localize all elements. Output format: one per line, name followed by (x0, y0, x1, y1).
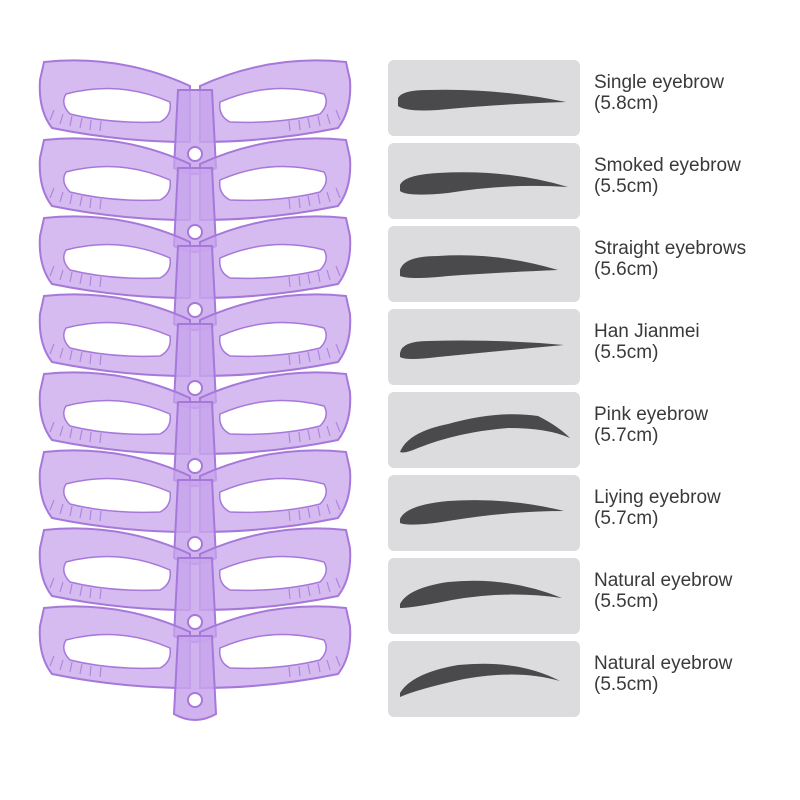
eyebrow-shape-size: (5.6cm) (594, 259, 659, 280)
eyebrow-shape-name: Single eyebrow (594, 72, 724, 93)
eyebrow-stencil (38, 371, 352, 487)
eyebrow-shape-icon (400, 663, 560, 697)
eyebrow-shape-item: Pink eyebrow(5.7cm) (388, 392, 788, 470)
eyebrow-shape-item: Single eyebrow(5.8cm) (388, 60, 788, 138)
eyebrow-shape-tile (388, 641, 580, 717)
eyebrow-shape-label: Natural eyebrow(5.5cm) (594, 570, 784, 612)
eyebrow-shape-item: Natural eyebrow(5.5cm) (388, 641, 788, 719)
eyebrow-shape-name: Natural eyebrow (594, 570, 733, 591)
eyebrow-shape-item: Smoked eyebrow(5.5cm) (388, 143, 788, 221)
eyebrow-shape-item: Liying eyebrow(5.7cm) (388, 475, 788, 553)
eyebrow-shape-tile (388, 392, 580, 468)
eyebrow-shape-label: Liying eyebrow(5.7cm) (594, 487, 784, 529)
eyebrow-stencil (38, 137, 352, 253)
eyebrow-shape-label: Straight eyebrows(5.6cm) (594, 238, 784, 280)
eyebrow-shape-icon (400, 340, 564, 359)
eyebrow-shape-icon (400, 255, 558, 278)
eyebrow-shape-size: (5.5cm) (594, 176, 659, 197)
eyebrow-shape-label: Natural eyebrow(5.5cm) (594, 653, 784, 695)
eyebrow-shape-size: (5.7cm) (594, 425, 659, 446)
eyebrow-shape-icon (400, 500, 564, 525)
eyebrow-shape-name: Natural eyebrow (594, 653, 733, 674)
eyebrow-stencil (38, 605, 352, 721)
eyebrow-shape-tile (388, 60, 580, 136)
eyebrow-stencil (38, 449, 352, 565)
eyebrow-shape-size: (5.8cm) (594, 93, 659, 114)
stencil-stack (30, 50, 360, 721)
eyebrow-shape-tile (388, 558, 580, 634)
eyebrow-shape-size: (5.7cm) (594, 508, 659, 529)
eyebrow-shape-name: Smoked eyebrow (594, 155, 741, 176)
eyebrow-shape-tile (388, 475, 580, 551)
eyebrow-shape-name: Pink eyebrow (594, 404, 709, 425)
eyebrow-shape-name: Straight eyebrows (594, 238, 747, 259)
eyebrow-stencil (38, 59, 352, 175)
eyebrow-shape-label: Pink eyebrow(5.7cm) (594, 404, 784, 446)
eyebrow-shape-size: (5.5cm) (594, 591, 659, 612)
eyebrow-shape-size: (5.5cm) (594, 342, 659, 363)
eyebrow-stencil (38, 293, 352, 409)
eyebrow-shape-tile (388, 309, 580, 385)
eyebrow-shape-icon (400, 414, 570, 453)
eyebrow-shape-label: Smoked eyebrow(5.5cm) (594, 155, 784, 197)
eyebrow-shape-tile (388, 226, 580, 302)
eyebrow-shape-icon (398, 89, 566, 111)
eyebrow-shape-item: Natural eyebrow(5.5cm) (388, 558, 788, 636)
eyebrow-shape-icon (400, 172, 568, 195)
eyebrow-shape-item: Han Jianmei(5.5cm) (388, 309, 788, 387)
eyebrow-shape-name: Liying eyebrow (594, 487, 721, 508)
eyebrow-shape-tile (388, 143, 580, 219)
eyebrow-shape-size: (5.5cm) (594, 674, 659, 695)
eyebrow-shape-icon (400, 580, 562, 608)
eyebrow-shape-item: Straight eyebrows(5.6cm) (388, 226, 788, 304)
eyebrow-shape-name: Han Jianmei (594, 321, 700, 342)
eyebrow-shape-label: Single eyebrow(5.8cm) (594, 72, 784, 114)
eyebrow-shape-label: Han Jianmei(5.5cm) (594, 321, 784, 363)
eyebrow-stencil (38, 215, 352, 331)
